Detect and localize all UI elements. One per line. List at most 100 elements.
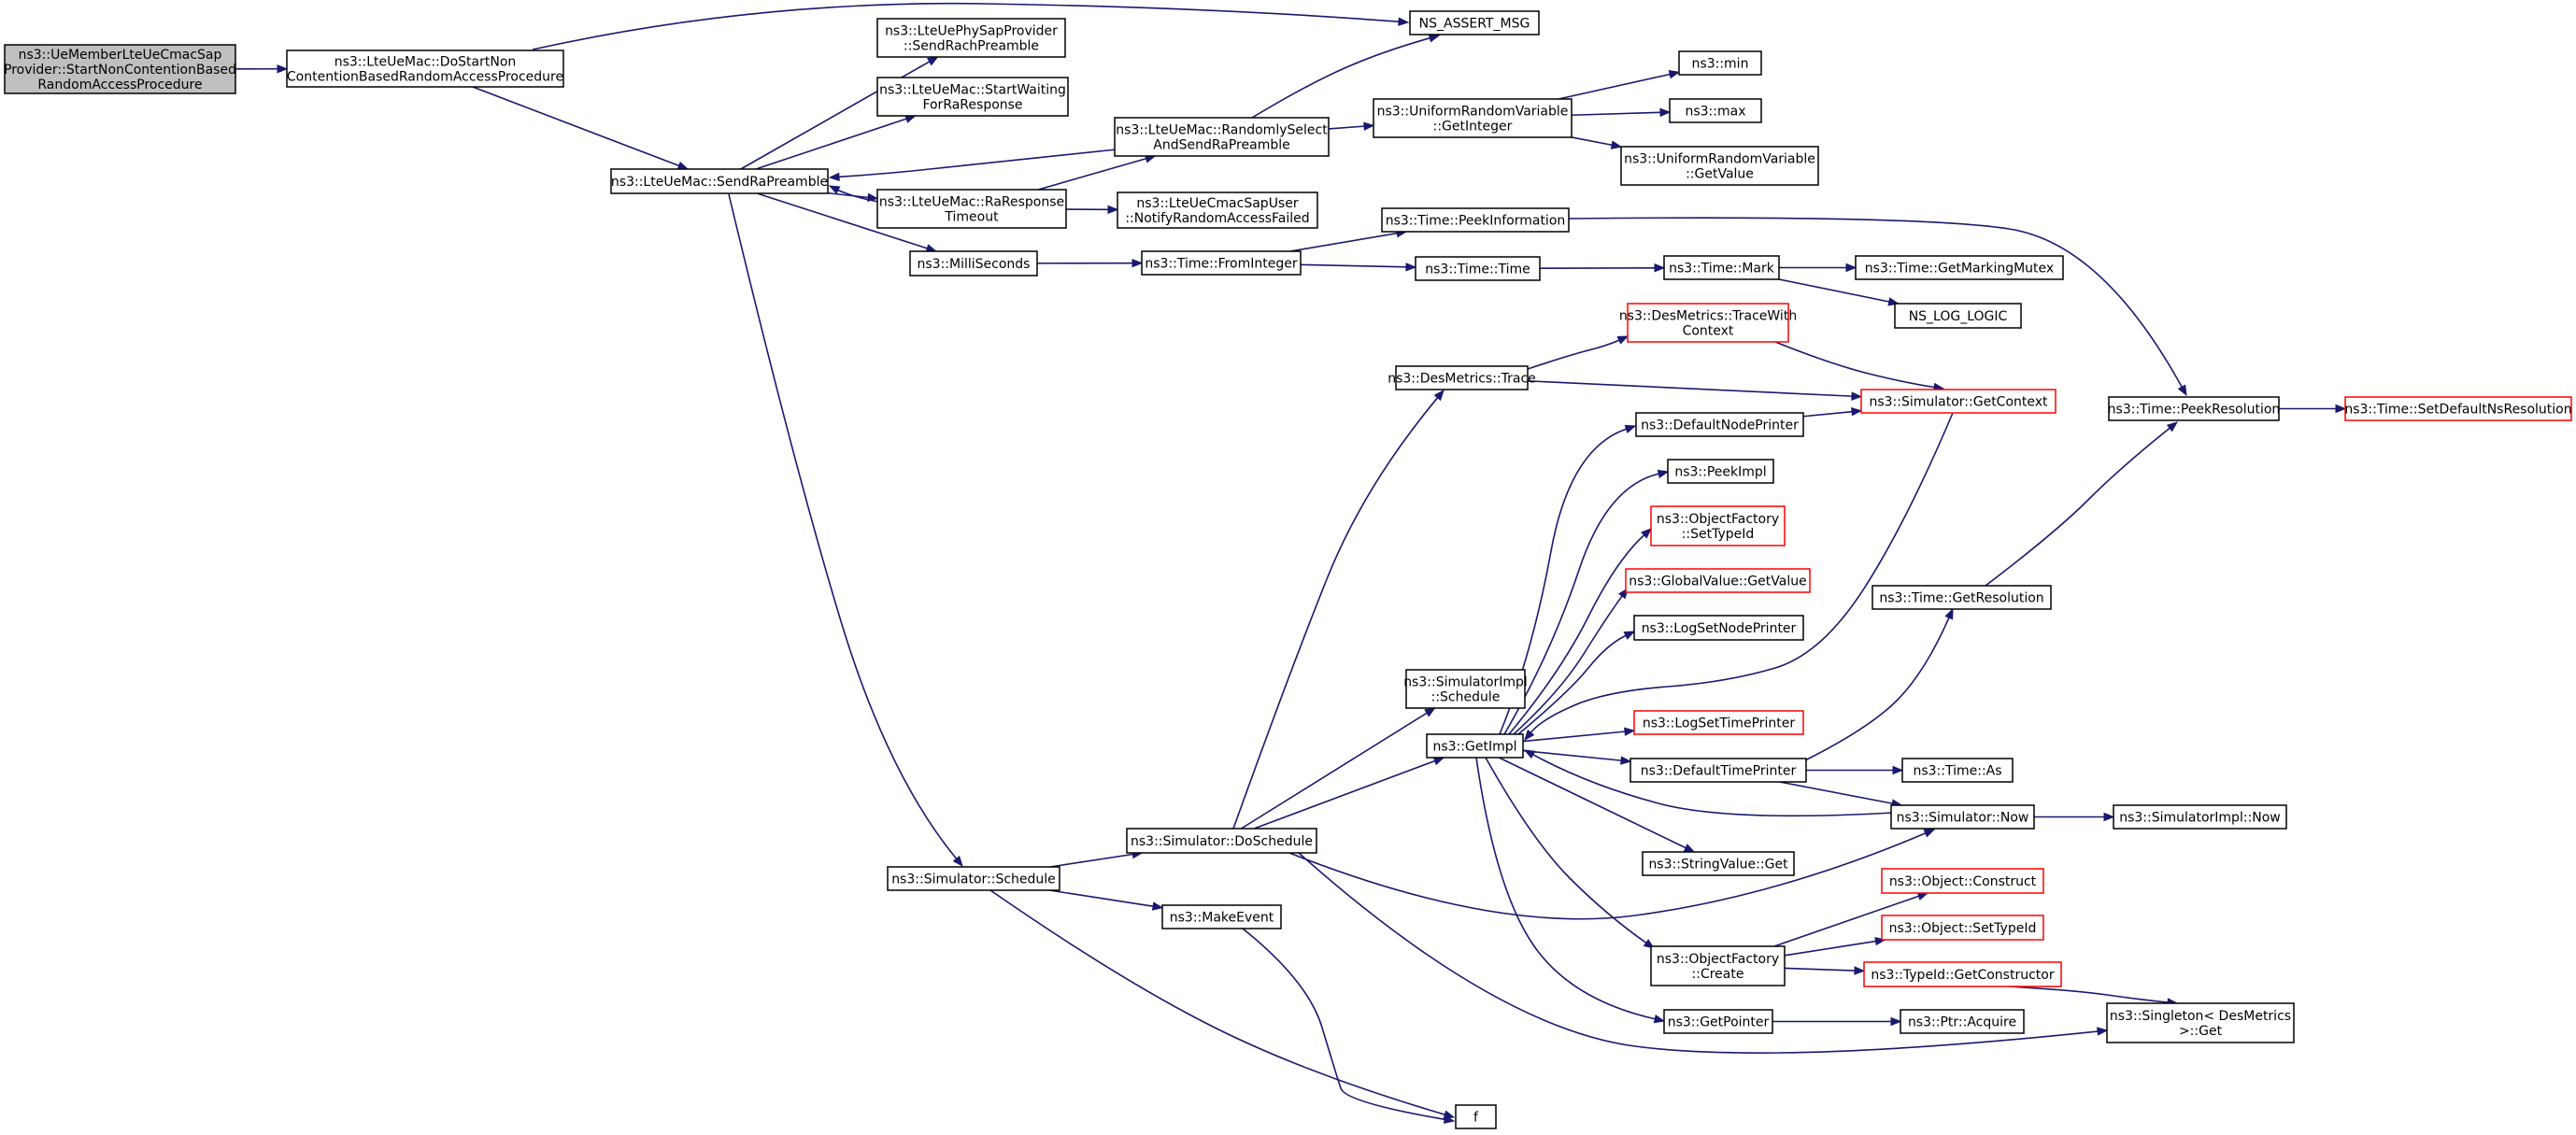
node-box[interactable] bbox=[1409, 10, 1540, 35]
node-box[interactable] bbox=[1630, 758, 1807, 783]
node-box[interactable] bbox=[1395, 365, 1529, 390]
node-f[interactable]: f bbox=[1455, 1104, 1497, 1129]
node-box[interactable] bbox=[2108, 396, 2280, 421]
node-nsLogLogic[interactable]: NS_LOG_LOGIC bbox=[1894, 303, 2022, 329]
node-box[interactable] bbox=[1650, 505, 1786, 546]
node-gvGetValue[interactable]: ns3::GlobalValue::GetValue bbox=[1625, 568, 1811, 593]
node-box[interactable] bbox=[1633, 615, 1804, 641]
node-doStartNonContention[interactable]: ns3::LteUeMac::DoStartNonContentionBased… bbox=[286, 50, 564, 88]
node-logSetNodePrinter[interactable]: ns3::LogSetNodePrinter bbox=[1633, 615, 1804, 641]
node-ptrAcquire[interactable]: ns3::Ptr::Acquire bbox=[1900, 1009, 2025, 1034]
node-timeAs[interactable]: ns3::Time::As bbox=[1901, 758, 2014, 783]
node-box[interactable] bbox=[1669, 98, 1762, 123]
node-defaultTimePrinter[interactable]: ns3::DefaultTimePrinter bbox=[1630, 758, 1807, 783]
node-getConstructor[interactable]: ns3::TypeId::GetConstructor bbox=[1863, 961, 2062, 987]
node-box[interactable] bbox=[1663, 255, 1780, 280]
node-getMarkingMutex[interactable]: ns3::Time::GetMarkingMutex bbox=[1855, 255, 2064, 280]
node-setDefaultNsRes[interactable]: ns3::Time::SetDefaultNsResolution bbox=[2344, 396, 2572, 421]
node-getResolution[interactable]: ns3::Time::GetResolution bbox=[1872, 585, 2052, 610]
node-box[interactable] bbox=[1426, 733, 1524, 759]
node-box[interactable] bbox=[1650, 945, 1786, 986]
node-box[interactable] bbox=[1890, 804, 2035, 830]
node-simImplNow[interactable]: ns3::SimulatorImpl::Now bbox=[2113, 804, 2287, 830]
node-stringValueGet[interactable]: ns3::StringValue::Get bbox=[1642, 851, 1795, 876]
node-objSetTypeId[interactable]: ns3::Object::SetTypeId bbox=[1881, 915, 2044, 941]
node-peekResolution[interactable]: ns3::Time::PeekResolution bbox=[2108, 396, 2281, 421]
node-ofCreate[interactable]: ns3::ObjectFactory::Create bbox=[1650, 945, 1786, 986]
node-getInteger[interactable]: ns3::UniformRandomVariable::GetInteger bbox=[1373, 98, 1573, 138]
node-box[interactable] bbox=[1635, 412, 1804, 437]
node-box[interactable] bbox=[4, 44, 236, 94]
node-box[interactable] bbox=[1855, 255, 2064, 280]
node-box[interactable] bbox=[1642, 851, 1795, 876]
node-box[interactable] bbox=[1663, 1009, 1773, 1034]
node-box[interactable] bbox=[1860, 389, 2057, 414]
node-box[interactable] bbox=[1126, 828, 1317, 854]
node-logSetTimePrinter[interactable]: ns3::LogSetTimePrinter bbox=[1633, 710, 1804, 735]
node-simNow[interactable]: ns3::Simulator::Now bbox=[1890, 804, 2035, 830]
node-box[interactable] bbox=[610, 168, 829, 194]
node-root[interactable]: ns3::UeMemberLteUeCmacSapProvider::Start… bbox=[4, 44, 236, 94]
node-box[interactable] bbox=[1117, 192, 1318, 229]
node-defaultNodePrinter[interactable]: ns3::DefaultNodePrinter bbox=[1635, 412, 1804, 437]
node-box[interactable] bbox=[1161, 904, 1282, 929]
node-box[interactable] bbox=[1627, 303, 1789, 343]
node-box[interactable] bbox=[1373, 98, 1573, 138]
node-notifyRaFailed[interactable]: ns3::LteUeCmacSapUser::NotifyRandomAcces… bbox=[1117, 192, 1318, 229]
node-ofSetTypeId[interactable]: ns3::ObjectFactory::SetTypeId bbox=[1650, 505, 1786, 546]
node-simImplSchedule[interactable]: ns3::SimulatorImpl::Schedule bbox=[1403, 669, 1528, 709]
node-getImpl[interactable]: ns3::GetImpl bbox=[1426, 733, 1524, 759]
node-min[interactable]: ns3::min bbox=[1678, 50, 1762, 76]
node-box[interactable] bbox=[1872, 585, 2052, 610]
node-box[interactable] bbox=[1620, 146, 1819, 186]
node-box[interactable] bbox=[909, 250, 1038, 277]
node-box[interactable] bbox=[1455, 1104, 1497, 1129]
node-box[interactable] bbox=[1881, 868, 2044, 894]
node-box[interactable] bbox=[1881, 915, 2044, 941]
node-box[interactable] bbox=[1633, 710, 1804, 735]
node-getContext[interactable]: ns3::Simulator::GetContext bbox=[1860, 389, 2057, 414]
node-box[interactable] bbox=[1141, 250, 1302, 276]
node-box[interactable] bbox=[1381, 207, 1570, 233]
node-box[interactable] bbox=[2344, 396, 2572, 421]
node-box[interactable] bbox=[286, 50, 564, 88]
node-peekImpl[interactable]: ns3::PeekImpl bbox=[1667, 459, 1774, 484]
node-sendRachPreamble[interactable]: ns3::LteUePhySapProvider::SendRachPreamb… bbox=[876, 18, 1066, 58]
node-milliSeconds[interactable]: ns3::MilliSeconds bbox=[909, 250, 1038, 277]
node-box[interactable] bbox=[2106, 1002, 2295, 1043]
node-box[interactable] bbox=[1625, 568, 1811, 593]
node-box[interactable] bbox=[876, 189, 1067, 229]
node-desTrace[interactable]: ns3::DesMetrics::Trace bbox=[1388, 365, 1536, 390]
node-getPointer[interactable]: ns3::GetPointer bbox=[1663, 1009, 1773, 1034]
node-makeEvent[interactable]: ns3::MakeEvent bbox=[1161, 904, 1282, 929]
node-doSchedule[interactable]: ns3::Simulator::DoSchedule bbox=[1126, 828, 1317, 854]
node-box[interactable] bbox=[2113, 804, 2287, 830]
node-box[interactable] bbox=[1894, 303, 2022, 329]
node-sendRaPreamble[interactable]: ns3::LteUeMac::SendRaPreamble bbox=[610, 168, 829, 194]
node-box[interactable] bbox=[887, 866, 1060, 891]
node-box[interactable] bbox=[1667, 459, 1774, 484]
node-urvGetValue[interactable]: ns3::UniformRandomVariable::GetValue bbox=[1620, 146, 1819, 186]
node-simSchedule[interactable]: ns3::Simulator::Schedule bbox=[887, 866, 1060, 891]
node-timeMark[interactable]: ns3::Time::Mark bbox=[1663, 255, 1780, 280]
node-box[interactable] bbox=[1900, 1009, 2025, 1034]
node-box[interactable] bbox=[1863, 961, 2062, 987]
node-fromInteger[interactable]: ns3::Time::FromInteger bbox=[1141, 250, 1302, 276]
node-box[interactable] bbox=[1901, 758, 2014, 783]
node-box[interactable] bbox=[1405, 669, 1526, 709]
node-max[interactable]: ns3::max bbox=[1669, 98, 1762, 123]
node-timeTime[interactable]: ns3::Time::Time bbox=[1415, 256, 1541, 281]
node-box[interactable] bbox=[1415, 256, 1541, 281]
node-singletonGet[interactable]: ns3::Singleton< DesMetrics >::Get bbox=[2106, 1002, 2295, 1043]
node-peekInformation[interactable]: ns3::Time::PeekInformation bbox=[1381, 207, 1570, 233]
node-objConstruct[interactable]: ns3::Object::Construct bbox=[1881, 868, 2044, 894]
node-box[interactable] bbox=[1678, 50, 1762, 76]
node-nsAssertMsg[interactable]: NS_ASSERT_MSG bbox=[1409, 10, 1540, 35]
node-box[interactable] bbox=[1114, 117, 1330, 157]
node-box[interactable] bbox=[876, 77, 1069, 117]
node-box[interactable] bbox=[876, 18, 1066, 58]
node-randomlySelect[interactable]: ns3::LteUeMac::RandomlySelectAndSendRaPr… bbox=[1114, 117, 1330, 157]
